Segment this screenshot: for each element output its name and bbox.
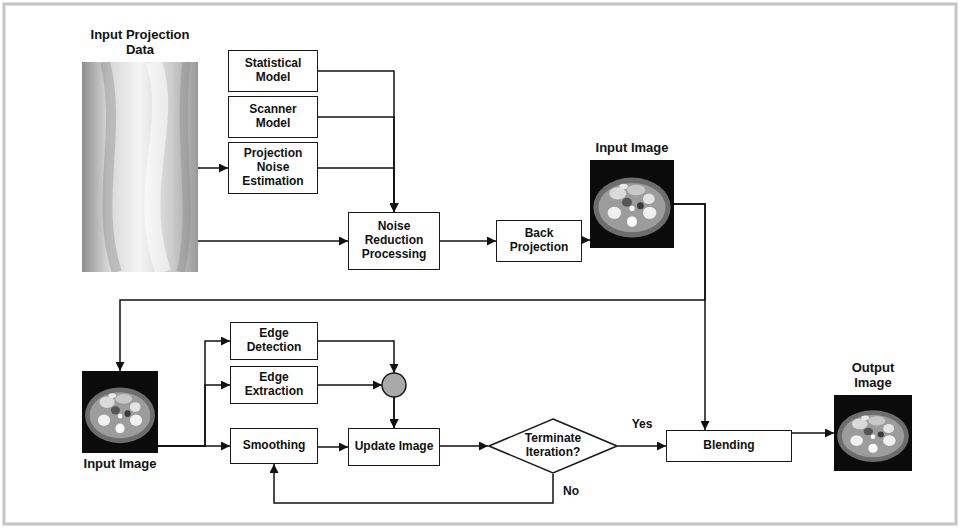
projection-illustration bbox=[82, 62, 198, 272]
frame-border bbox=[4, 4, 956, 524]
process-box: Smoothing bbox=[230, 428, 318, 464]
ct-illustration bbox=[834, 395, 912, 471]
box-label: Statistical Model bbox=[233, 57, 313, 85]
process-box: Edge Detection bbox=[230, 322, 318, 360]
connector bbox=[198, 167, 228, 169]
process-box: Back Projection bbox=[496, 220, 582, 262]
connector bbox=[674, 204, 705, 430]
connector bbox=[318, 446, 348, 448]
box-label: Blending bbox=[703, 439, 754, 453]
connector bbox=[158, 445, 230, 447]
box-label: Scanner Model bbox=[233, 103, 313, 131]
decision-diamond: Terminate Iteration? bbox=[488, 418, 618, 474]
connector bbox=[198, 240, 348, 242]
box-label: Back Projection bbox=[501, 227, 577, 255]
box-label: Smoothing bbox=[243, 439, 306, 453]
connector bbox=[318, 385, 394, 428]
connector bbox=[158, 341, 230, 446]
image-panel: Input Projection Data bbox=[82, 62, 198, 272]
connector bbox=[582, 239, 590, 241]
image-heading: Input Image bbox=[82, 457, 158, 472]
junction-arrowhead bbox=[390, 364, 399, 373]
process-box: Blending bbox=[666, 430, 792, 462]
box-label: Noise Reduction Processing bbox=[353, 220, 435, 261]
image-heading: Input Image bbox=[590, 141, 674, 156]
process-box: Update Image bbox=[348, 428, 440, 466]
connector bbox=[440, 445, 488, 447]
box-label: Edge Detection bbox=[235, 327, 313, 355]
junction-arrowhead bbox=[373, 381, 382, 390]
connector bbox=[318, 168, 394, 212]
junction-circle bbox=[382, 373, 406, 397]
connector bbox=[158, 385, 230, 446]
ct-illustration bbox=[590, 160, 674, 248]
process-box: Scanner Model bbox=[228, 96, 318, 138]
connector bbox=[318, 71, 394, 212]
box-label: Update Image bbox=[355, 440, 434, 454]
process-box: Edge Extraction bbox=[230, 366, 318, 404]
image-heading: Output Image bbox=[834, 361, 912, 391]
edge-label: No bbox=[561, 485, 581, 499]
image-panel: Input Image bbox=[82, 371, 158, 453]
ct-illustration bbox=[82, 371, 158, 453]
connector bbox=[618, 445, 666, 447]
box-label: Edge Extraction bbox=[235, 371, 313, 399]
connector bbox=[274, 464, 553, 503]
image-panel: Output Image bbox=[834, 395, 912, 471]
image-heading: Input Projection Data bbox=[82, 28, 198, 58]
process-box: Noise Reduction Processing bbox=[348, 212, 440, 270]
process-box: Projection Noise Estimation bbox=[228, 142, 318, 194]
decision-label: Terminate Iteration? bbox=[511, 432, 595, 460]
connector bbox=[440, 240, 496, 242]
connector bbox=[318, 117, 394, 212]
box-label: Projection Noise Estimation bbox=[233, 147, 313, 188]
edge-label: Yes bbox=[630, 418, 655, 432]
image-panel: Input Image bbox=[590, 160, 674, 248]
process-box: Statistical Model bbox=[228, 50, 318, 92]
connector bbox=[792, 432, 834, 434]
